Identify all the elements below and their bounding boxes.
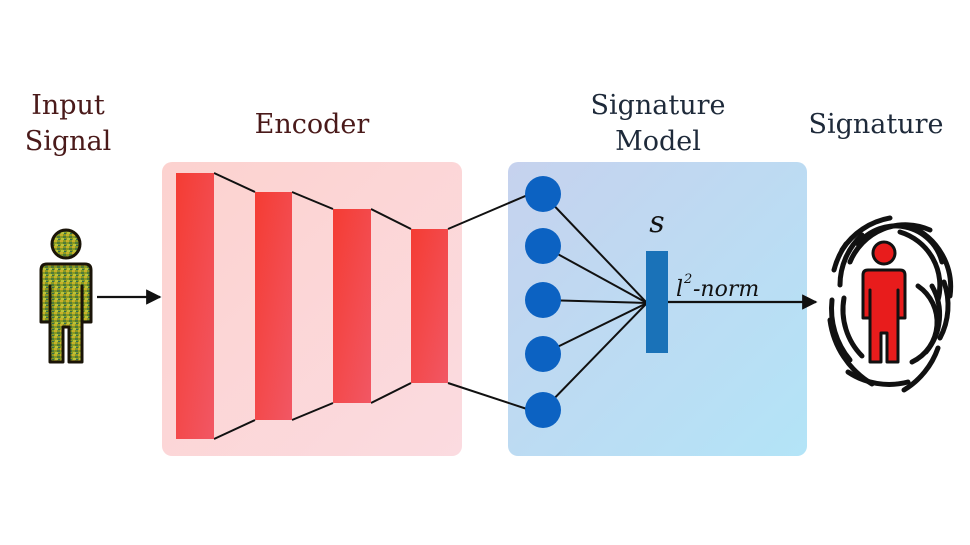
neuron — [525, 176, 561, 212]
person-icon — [39, 228, 93, 364]
neuron — [525, 336, 561, 372]
encoder-to-model-connections — [447, 193, 531, 411]
encoder-label: Encoder — [255, 109, 370, 140]
norm-prefix: l — [676, 277, 683, 302]
input-label-line1: Input — [31, 90, 105, 121]
signature-vector-bar — [646, 251, 668, 353]
model-label-line1: Signature — [590, 90, 725, 121]
model-label-line2: Model — [615, 126, 701, 157]
neuron — [525, 228, 561, 264]
encoder-block — [162, 162, 462, 456]
s-symbol: s — [649, 205, 664, 240]
signature-model-label: Signature Model — [590, 90, 725, 157]
encoder-background — [162, 162, 462, 456]
neuron — [525, 392, 561, 428]
signature-person-icon — [861, 240, 907, 364]
neuron — [525, 282, 561, 318]
norm-superscript: 2 — [683, 272, 692, 287]
encoder-layer-2 — [255, 192, 292, 420]
norm-suffix: -norm — [693, 277, 759, 302]
input-signal-label: Input Signal — [25, 90, 112, 157]
neurons — [525, 176, 561, 428]
signature-label: Signature — [808, 109, 943, 140]
encoder-layer-4 — [411, 229, 448, 383]
input-label-line2: Signal — [25, 126, 112, 157]
l2-norm-label: l 2 -norm — [676, 272, 759, 302]
encoder-layer-3 — [333, 209, 371, 403]
fingerprint-icon — [827, 215, 954, 393]
encoder-layer-1 — [176, 173, 214, 439]
encoder-connections — [213, 172, 412, 440]
